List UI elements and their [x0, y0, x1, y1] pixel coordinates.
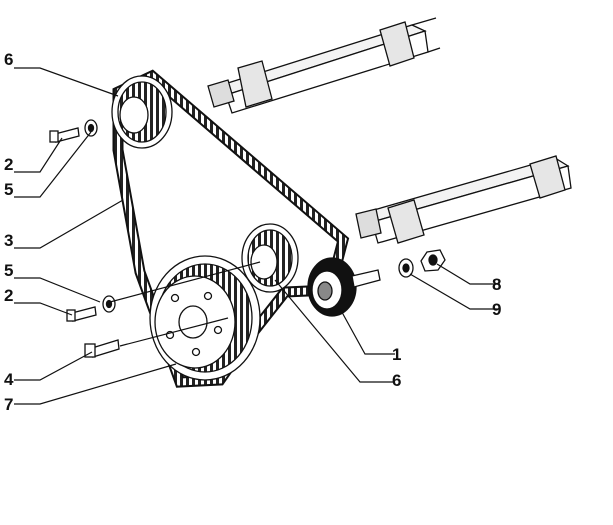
upper-washer: [84, 119, 98, 137]
callout-2-upper: 2: [4, 155, 13, 174]
callout-3: 3: [4, 231, 13, 250]
callout-9: 9: [492, 300, 501, 319]
callout-6-upper: 6: [4, 50, 13, 69]
callout-2-lower: 2: [4, 286, 13, 305]
tensioner-roller: [307, 257, 381, 317]
callout-4: 4: [4, 370, 14, 389]
upper-camshaft-pulley: [111, 75, 173, 149]
tensioner-nut: [420, 249, 446, 272]
callout-labels: 6 2 5 3 5 2 4 7 1 6 8 9: [4, 50, 501, 414]
upper-bolt: [49, 127, 80, 143]
callout-5-lower: 5: [4, 261, 13, 280]
lower-camshaft: [355, 155, 572, 244]
upper-camshaft: [207, 17, 441, 114]
crankshaft-pulley: [149, 255, 261, 381]
lower-bolt: [66, 306, 97, 322]
callout-6-lower: 6: [392, 371, 401, 390]
tensioner-washer: [398, 258, 414, 278]
callout-1: 1: [392, 345, 401, 364]
crankshaft-bolt: [84, 339, 120, 358]
callout-5-upper: 5: [4, 180, 13, 199]
lower-washer: [102, 295, 116, 313]
lower-camshaft-pulley: [241, 223, 299, 293]
leader-lines: [14, 67, 500, 405]
callout-7: 7: [4, 395, 13, 414]
callout-8: 8: [492, 275, 501, 294]
